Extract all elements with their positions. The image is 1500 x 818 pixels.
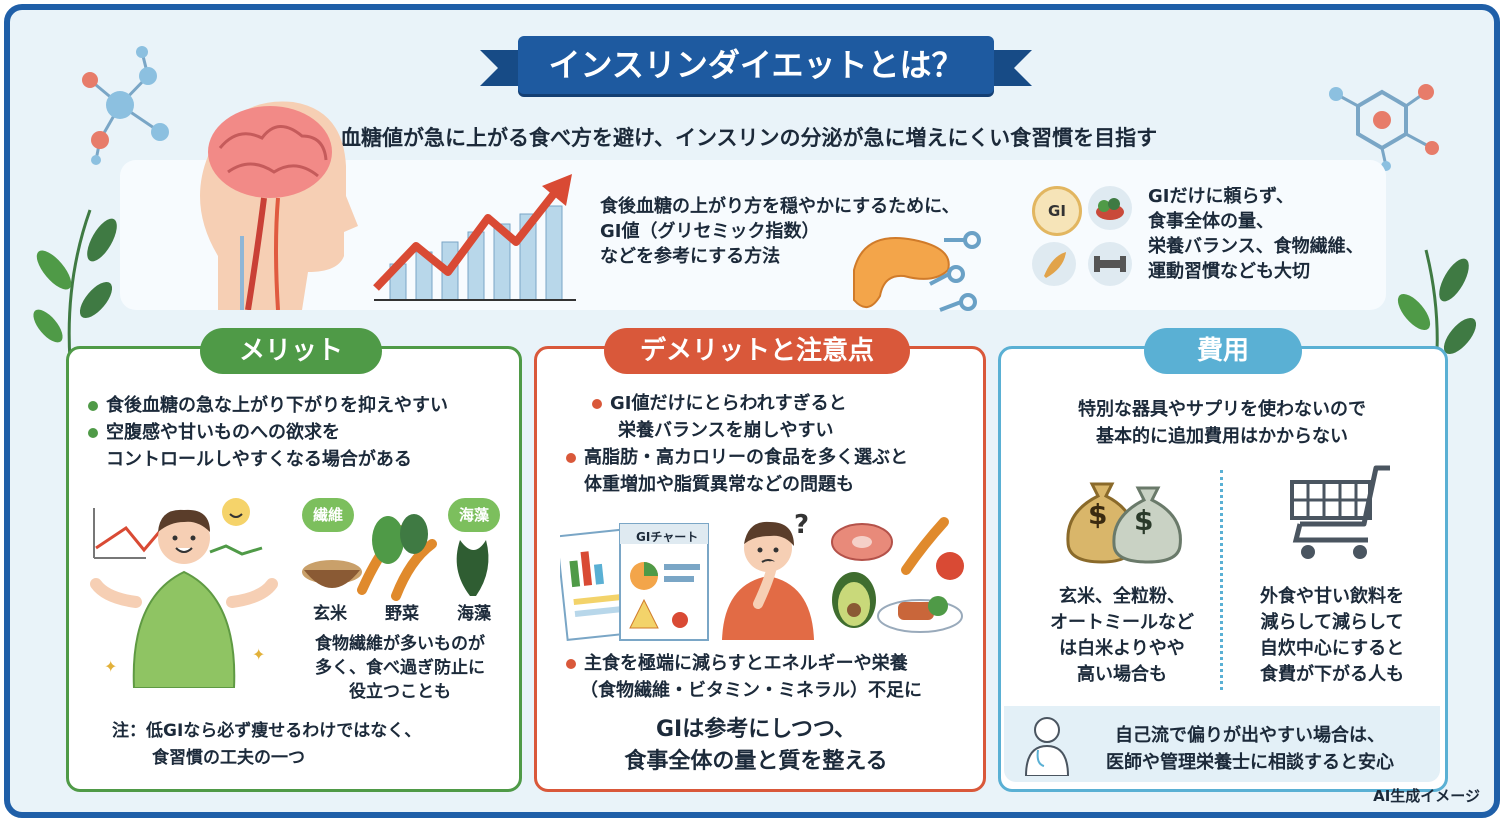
consult-box: [1004, 706, 1440, 782]
overview-advice-line: 栄養バランス、食物繊維、: [1148, 236, 1364, 257]
seaweed-tag: 海藻: [448, 498, 500, 532]
food-label: 海藻: [457, 604, 491, 624]
merit-note-line: 食習慣の工夫の一つ: [152, 748, 305, 768]
cost-intro-line: 特別な器具やサプリを使わないので: [1078, 399, 1366, 420]
dollar-sign: $: [1134, 504, 1154, 537]
demerit-bullet: 主食を極端に減らすとエネルギーや栄養: [566, 650, 976, 677]
gi-badge-icon: GI: [1032, 186, 1082, 236]
merit-title: メリット: [200, 328, 382, 374]
overview-advice-line: GIだけに頼らず、: [1148, 186, 1294, 207]
cost-divider: [1220, 470, 1223, 690]
fiber-note-line: 多く、食べ過ぎ防止に: [315, 658, 485, 678]
cost-title: 費用: [1144, 328, 1302, 374]
cost-left-line: は白米よりやや: [1059, 638, 1185, 659]
cost-left-line: 高い場合も: [1077, 664, 1167, 685]
demerit-bullet-cont: 栄養バランスを崩しやすい: [618, 420, 834, 441]
dollar-sign: $: [1088, 498, 1108, 531]
overview-advice-line: 食事全体の量、: [1148, 211, 1274, 232]
page-subtitle: 血糖値が急に上がる食べ方を避け、インスリンの分泌が急に増えにくい食習慣を目指す: [340, 126, 1158, 150]
happy-person-illustration: ✦✦: [90, 498, 278, 688]
fiber-note-line: 食物繊維が多いものが: [315, 634, 485, 654]
demerit-title: デメリットと注意点: [604, 328, 910, 374]
gi-chart-illustration: [560, 523, 709, 641]
root-vegetable-icon: [1032, 242, 1076, 286]
exercise-icon: [1088, 242, 1132, 286]
bullet-dot-icon: [88, 401, 98, 411]
consult-line: 医師や管理栄養士に相談すると安心: [1106, 752, 1394, 773]
pancreas-keys-illustration: [853, 231, 981, 312]
leaf-icon-left: [33, 209, 117, 360]
svg-text:✦: ✦: [104, 657, 117, 676]
demerit-conclusion: 食事全体の量と質を整える: [624, 749, 888, 774]
benzene-icon: [1329, 84, 1439, 171]
molecule-icon: [82, 46, 169, 165]
question-mark: ?: [794, 510, 810, 540]
svg-text:✦: ✦: [252, 645, 265, 664]
worried-person-illustration: [722, 521, 814, 640]
demerit-bullet: 高脂肪・高カロリーの食品を多く選ぶと: [566, 444, 976, 471]
food-label: 野菜: [385, 604, 419, 624]
consult-line: 自己流で偏りが出やすい場合は、: [1115, 725, 1385, 746]
bullet-dot-icon: [566, 453, 576, 463]
money-bags-icon: [1066, 482, 1182, 564]
brain-head-illustration: [200, 101, 358, 310]
gi-chart-label: GIチャート: [636, 530, 699, 544]
demerit-bullet: GI値だけにとらわれすぎると: [566, 390, 976, 417]
cost-intro-line: 基本的に追加費用はかからない: [1096, 426, 1348, 447]
merit-bullet: 空腹感や甘いものへの欲求を: [88, 419, 508, 446]
cost-left-line: オートミールなど: [1050, 612, 1194, 633]
ai-generated-label: AI生成イメージ: [1373, 787, 1480, 805]
fiber-tag: 繊維: [302, 498, 354, 532]
merit-bullet: 食後血糖の急な上がり下がりを抑えやすい: [88, 392, 508, 419]
shopping-cart-icon: [1290, 465, 1390, 559]
demerit-bullet-cont: 体重増加や脂質異常などの問題も: [584, 474, 854, 495]
high-fat-foods-illustration: [831, 517, 964, 633]
cost-right-line: 減らして減らして: [1260, 612, 1404, 633]
overview-method-line: GI値（グリセミック指数）: [600, 221, 820, 242]
page-title: インスリンダイエットとは？: [518, 36, 994, 94]
salad-icon: [1088, 186, 1132, 230]
cost-right-line: 食費が下がる人も: [1260, 664, 1404, 685]
demerit-bullet-cont: （食物繊維・ビタミン・ミネラル）不足に: [580, 680, 922, 701]
fiber-foods-illustration: [302, 514, 489, 601]
cost-right-line: 自炊中心にすると: [1259, 638, 1405, 659]
fiber-note-line: 役立つことも: [349, 682, 451, 702]
rising-chart-illustration: [373, 174, 576, 301]
merit-card: [66, 346, 522, 792]
cost-right-line: 外食や甘い飲料を: [1260, 586, 1404, 607]
doctor-icon: [1024, 717, 1070, 776]
merit-note-line: 注：低GIなら必ず痩せるわけではなく、: [112, 721, 422, 741]
demerit-conclusion: GIは参考にしつつ、: [655, 717, 857, 742]
overview-advice-line: 運動習慣なども大切: [1148, 261, 1310, 282]
infographic-frame: インスリンダイエットとは？ 血糖値が急に上がる食べ方を避け、インスリンの分泌が急…: [4, 4, 1500, 818]
food-label: 玄米: [313, 604, 347, 624]
overview-method-line: などを参考にする方法: [600, 246, 781, 267]
merit-bullet-cont: コントロールしやすくなる場合がある: [106, 449, 412, 470]
cost-left-line: 玄米、全粒粉、: [1059, 586, 1185, 607]
overview-method-line: 食後血糖の上がり方を穏やかにするために、: [600, 196, 960, 217]
bullet-dot-icon: [592, 399, 602, 409]
bullet-dot-icon: [88, 428, 98, 438]
bullet-dot-icon: [566, 659, 576, 669]
